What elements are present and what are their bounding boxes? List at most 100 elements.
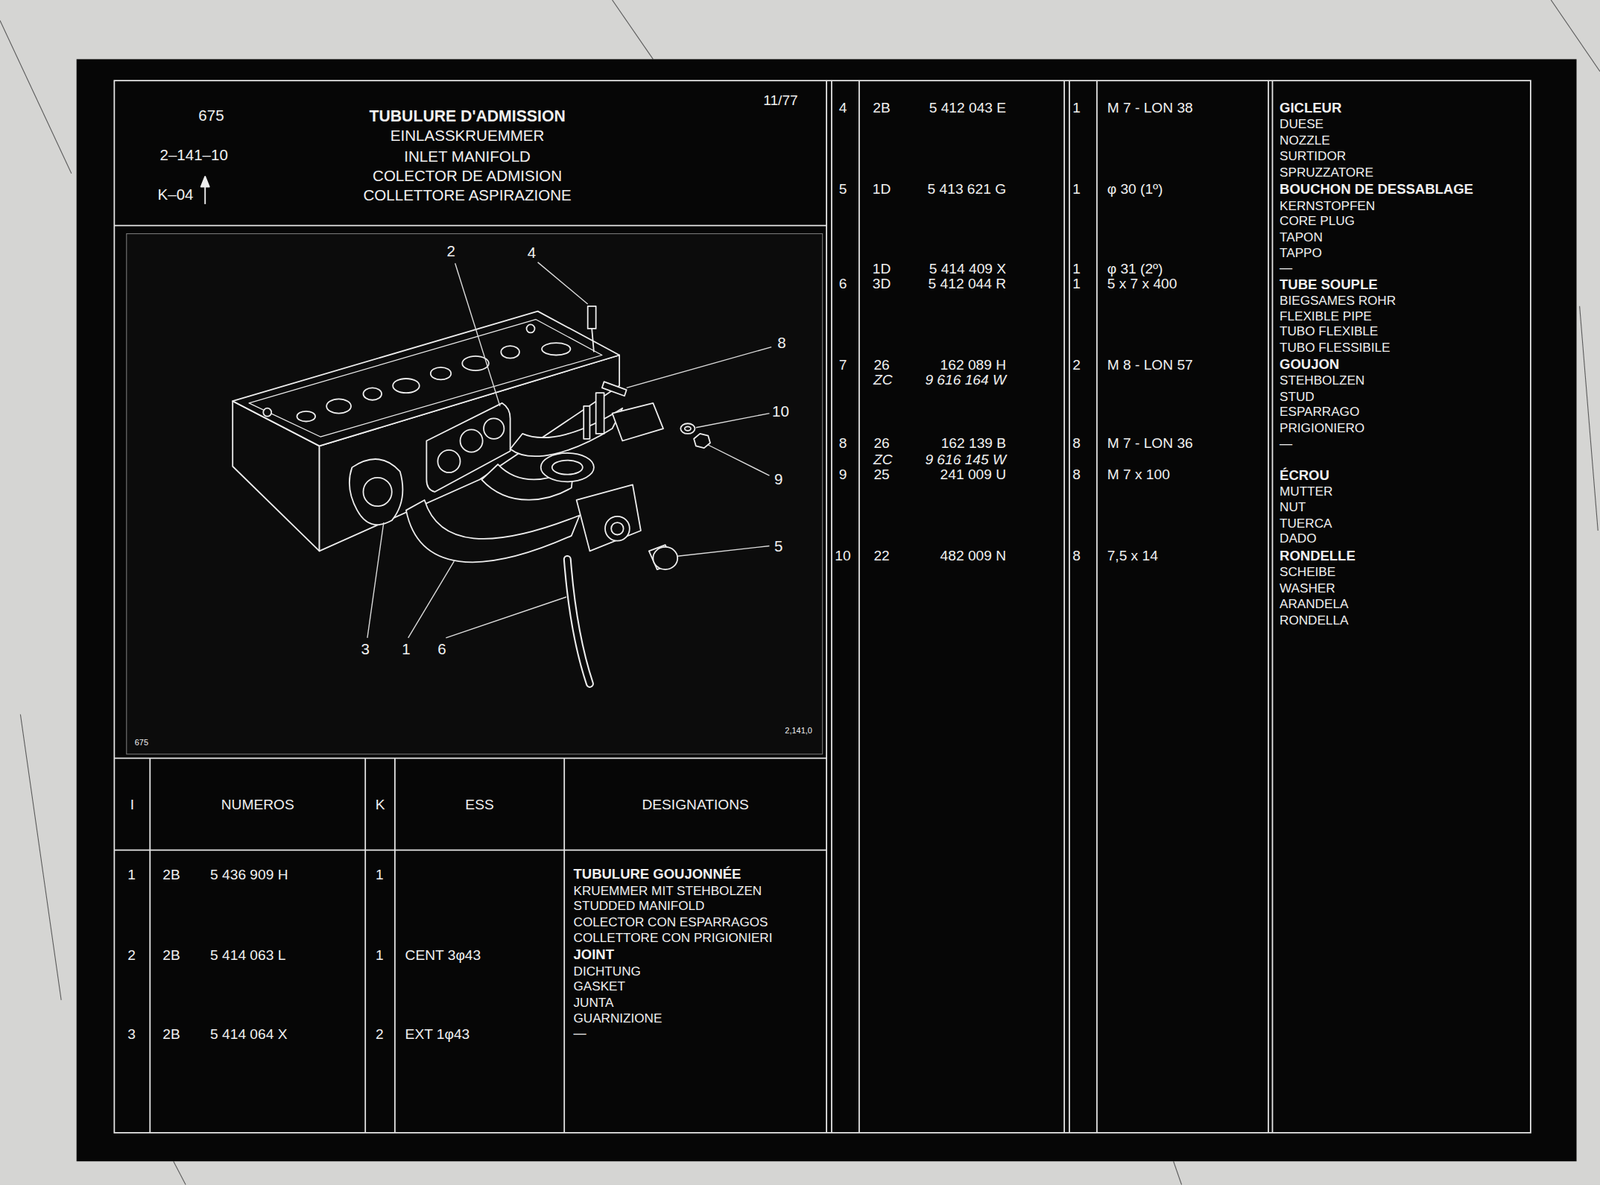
table-cell: 2B [872,99,890,116]
designation-heading: TUBULURE GOUJONNÉE [573,866,742,883]
table-cell: 26 [873,434,890,451]
designation-line: GUARNIZIONE [573,1011,663,1027]
drawing-part [437,450,460,473]
callout-number: 8 [777,333,786,352]
column-heading: NUMEROS [221,795,295,813]
table-cell: 5 414 064 X [210,1025,287,1042]
designation-line: CORE PLUG [1279,213,1355,229]
drawing-part [201,176,210,188]
part-number: 5 412 043 E [929,99,1007,116]
table-cell: 1 [127,865,136,883]
drawing-part [576,484,641,551]
drawing-part [20,713,62,1000]
rule-line [394,757,396,1133]
designation-line: NUT [1279,500,1306,515]
designation-line: NOZZLE [1279,133,1331,149]
designation-line: GASKET [573,979,626,995]
drawing-part [430,367,451,380]
rule-line [707,444,770,476]
drawing-group [201,176,210,205]
rule-line [825,80,828,1133]
table-cell: 1 [1072,99,1081,116]
rule-line [455,263,501,407]
drawing-part [362,477,392,507]
table-cell: 1 [1072,180,1081,197]
part-number: 241 009 U [940,466,1007,483]
column-header: I [114,757,150,850]
designation-line: WASHER [1279,581,1335,597]
rule-line [1096,80,1098,1133]
table-cell: 2B [162,1025,180,1042]
table-cell: 5 [839,180,848,197]
designation-line: STUD [1279,389,1315,405]
designation-line: ESPARRAGO [1279,404,1360,420]
table-cell: φ 31 (2º) [1107,260,1164,277]
header-code: 675 [198,106,224,125]
rule-line [114,225,827,227]
table-cell: 8 [1072,434,1081,451]
callout-number: 3 [360,640,369,659]
table-cell: 2B [162,865,180,883]
table-cell: 2 [375,1025,384,1042]
drawing-part [591,328,594,352]
plate-code: 2,141,0 [784,725,813,736]
table-cell: 1 [1072,260,1081,277]
callout-number: 10 [772,402,790,421]
table-cell: EXT 1φ43 [405,1025,471,1042]
designation-line: DUESE [1279,117,1324,132]
designation-line: KERNSTOPFEN [1279,198,1375,214]
drawing-part [500,345,520,358]
drawing-part [1579,306,1599,531]
drawing-part [693,433,711,448]
table-cell: φ 30 (1º) [1107,180,1164,197]
rule-line [445,596,567,638]
rule-line [114,849,827,852]
part-number: 162 089 H [940,356,1007,373]
drawing-part [611,522,624,535]
drawing-part [76,58,1577,1162]
table-cell: ZC [873,450,893,468]
designation-line: RONDELLA [1279,613,1349,629]
rule-line [830,80,833,1133]
designation-heading: BOUCHON DE DESSABLAGE [1279,181,1474,198]
designation-line: TUBO FLESSIBILE [1279,340,1390,356]
drawing-part [460,429,483,452]
part-number: 482 009 N [940,546,1007,564]
drawing-part [326,398,352,413]
header-code: K–04 [157,184,194,203]
table-cell: 8 [1072,546,1081,564]
table-cell: 2 [127,947,136,964]
table-cell: 1D [872,180,892,197]
table-cell: 5 414 063 L [210,947,286,964]
drawing-part [567,558,590,684]
designation-heading: JOINT [573,947,615,963]
designation-line: STEHBOLZEN [1279,373,1365,389]
column-header: K [365,757,395,850]
designation-heading: TUBE SOUPLE [1279,276,1378,293]
table-cell: 25 [873,466,890,483]
designation-line: JUNTA [573,995,615,1011]
rule-line [1068,80,1071,1133]
callout-number: 5 [774,537,783,556]
drawing-part [263,408,272,417]
drawing-part [126,234,823,755]
drawing-part [602,381,627,396]
table-cell: 2 [1072,356,1081,373]
drawing-group [367,262,772,638]
table-cell: CENT 3φ43 [405,947,482,964]
designation-line: TAPPO [1279,245,1323,261]
designation-line: PRIGIONIERO [1279,421,1365,436]
drawing-group [114,80,1531,1133]
table-cell: M 7 x 100 [1107,466,1171,483]
designation-line: BIEGSAMES ROHR [1279,293,1396,309]
table-cell: 3 [127,1025,136,1042]
drawing-part [1173,1161,1182,1185]
drawing-part [0,20,72,173]
drawing-part [583,406,590,439]
rule-line [1063,80,1065,1133]
table-cell: 5 436 909 H [210,865,288,883]
rule-line [696,413,770,428]
column-header: NUMEROS [149,757,366,850]
designation-line: SPRUZZATORE [1279,165,1374,181]
